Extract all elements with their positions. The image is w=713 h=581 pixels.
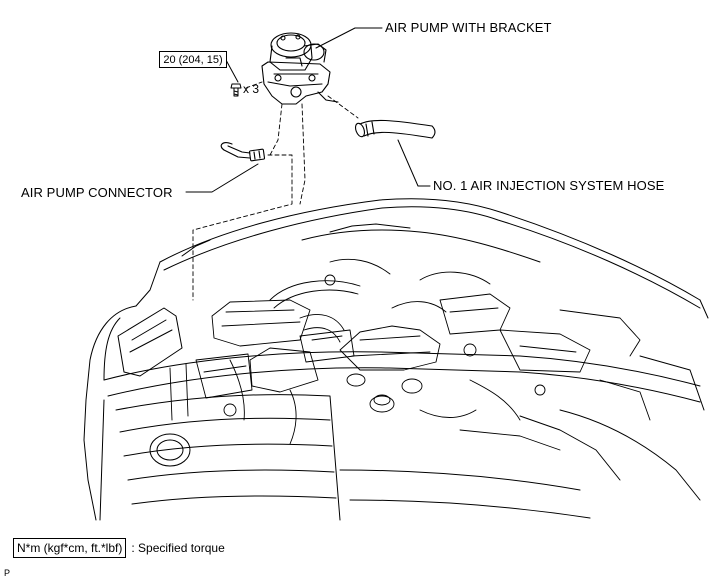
- engine-components: [169, 258, 651, 451]
- torque-spec-box: 20 (204, 15): [159, 51, 227, 68]
- figure-code: P: [4, 568, 11, 578]
- legend: N*m (kgf*cm, ft.*lbf) : Specified torque: [13, 537, 225, 559]
- dashed-bolt-to-bracket: [245, 81, 263, 89]
- legend-description: : Specified torque: [131, 541, 225, 555]
- leader-air-pump-connector: [185, 163, 259, 193]
- injection-hose-part: [354, 119, 436, 139]
- air-pump-connector-part: [220, 142, 266, 162]
- legend-units-box: N*m (kgf*cm, ft.*lbf): [13, 538, 127, 558]
- bolt-quantity: x 3: [243, 82, 260, 96]
- dashed-pump-right: [299, 103, 306, 205]
- callout-air-pump-connector: AIR PUMP CONNECTOR: [21, 185, 173, 200]
- leader-injection-hose: [397, 139, 431, 187]
- callout-air-pump-with-bracket: AIR PUMP WITH BRACKET: [385, 20, 552, 35]
- bolt-icon: [230, 83, 242, 97]
- vehicle-body: [83, 198, 709, 521]
- leader-lines: [185, 27, 431, 193]
- leader-torque-bolt: [225, 59, 239, 83]
- leader-air-pump: [315, 27, 383, 49]
- dashed-pump-to-bay: [269, 103, 283, 156]
- dashed-connector-to-bay: [192, 154, 293, 301]
- dashed-hose-link: [327, 95, 359, 119]
- installation-dashed-lines: [192, 81, 359, 301]
- callout-injection-hose: NO. 1 AIR INJECTION SYSTEM HOSE: [433, 178, 665, 193]
- air-pump-assembly: [261, 32, 339, 105]
